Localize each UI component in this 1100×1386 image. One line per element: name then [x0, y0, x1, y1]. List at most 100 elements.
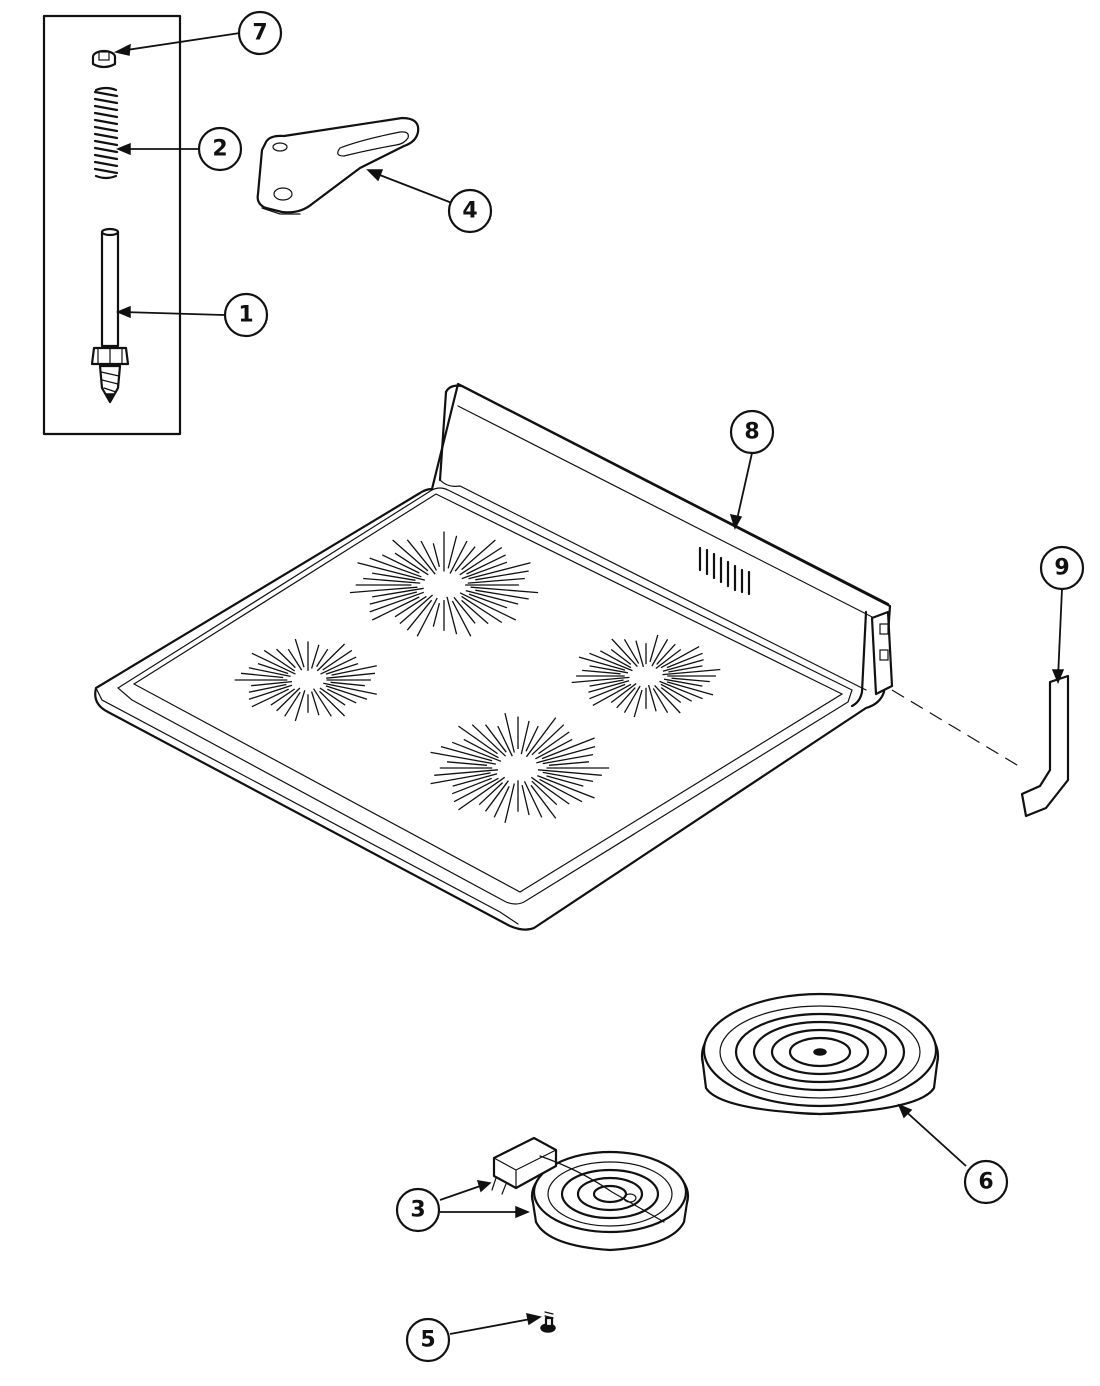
- burner-ray: [248, 684, 293, 700]
- burner-ray: [430, 751, 497, 765]
- burner-ray: [588, 680, 630, 693]
- burner-ray: [451, 777, 492, 795]
- callout-5[interactable]: 5: [405, 1317, 451, 1363]
- burner-ray: [434, 769, 499, 776]
- burner-ray: [484, 780, 509, 812]
- callout-1[interactable]: 1: [223, 292, 269, 338]
- burner-ray: [504, 783, 515, 824]
- burner-ray: [461, 595, 503, 624]
- burner-ray: [525, 725, 539, 752]
- burner-ray: [484, 724, 507, 753]
- burner-ray: [521, 785, 530, 816]
- bracket-icon: [256, 116, 420, 215]
- burner-ray: [406, 539, 436, 575]
- burner-ray: [470, 586, 539, 594]
- burner-ray: [523, 781, 543, 818]
- burner-ray: [313, 688, 332, 717]
- burner-ray: [363, 577, 421, 584]
- burner-ray: [330, 681, 365, 687]
- burner-ray: [440, 745, 493, 762]
- callout-label: 2: [212, 137, 227, 162]
- burner-ray: [416, 597, 438, 637]
- burner-ray: [538, 731, 570, 755]
- burner-ray: [251, 652, 296, 675]
- burner-ray: [284, 691, 301, 717]
- burner-ray: [446, 596, 458, 635]
- burner-ray: [571, 676, 630, 684]
- burner-ray: [310, 644, 320, 669]
- burner-ray: [248, 667, 291, 678]
- callout-2[interactable]: 2: [197, 126, 243, 172]
- burner-ray: [671, 677, 710, 683]
- burner-ray: [635, 640, 645, 668]
- callout-label: 8: [744, 420, 759, 445]
- burner-ray: [582, 669, 621, 675]
- screw-icon: [540, 1311, 556, 1333]
- burner-sunburst: [234, 638, 377, 722]
- burner-ray: [542, 753, 594, 765]
- burner-ray: [331, 665, 377, 676]
- burner-ray: [372, 572, 416, 581]
- burner-ray: [461, 539, 496, 571]
- burner-ray: [649, 634, 659, 663]
- burner-ray: [623, 638, 640, 664]
- burner-ray: [656, 643, 676, 665]
- callout-label: 7: [252, 21, 267, 46]
- burner-ray: [240, 672, 284, 679]
- burner-ray: [392, 539, 429, 572]
- burner-ray: [248, 683, 287, 693]
- burner-ray: [453, 777, 499, 803]
- burner-ray: [458, 725, 498, 755]
- burner-sunburst: [571, 634, 721, 718]
- burner-ray: [420, 540, 437, 571]
- callout-8[interactable]: 8: [729, 409, 775, 455]
- callout-label: 9: [1054, 556, 1069, 581]
- burner-ray: [478, 782, 504, 806]
- callout-9[interactable]: 9: [1039, 545, 1085, 591]
- burner-ray: [660, 646, 700, 669]
- burner-ray: [654, 684, 681, 714]
- callout-4[interactable]: 4: [447, 188, 493, 234]
- burner-ray: [394, 552, 429, 576]
- burner-ray: [647, 684, 657, 712]
- burner-ray: [536, 745, 596, 764]
- burner-ray: [432, 603, 441, 627]
- burner-ray: [320, 656, 357, 675]
- callout-7[interactable]: 7: [237, 10, 283, 56]
- burner-ray: [539, 778, 583, 803]
- burner-ray: [599, 650, 632, 669]
- burner-ray: [322, 649, 353, 671]
- burner-ray: [287, 648, 303, 671]
- burner-ray: [372, 587, 424, 598]
- burner-ray: [525, 717, 557, 758]
- burner-ray: [467, 577, 525, 584]
- burner-ray: [541, 737, 595, 760]
- callout-6[interactable]: 6: [963, 1159, 1009, 1205]
- burner-ray: [475, 589, 529, 600]
- burner-ray: [447, 535, 458, 569]
- burner-ray: [610, 648, 632, 665]
- burner-ray: [531, 724, 565, 756]
- burner-ray: [459, 592, 517, 621]
- callout-label: 4: [462, 199, 477, 224]
- burner-ray: [432, 543, 441, 567]
- burner-ray: [276, 648, 296, 669]
- leader-lines: [113, 32, 1065, 1335]
- burner-ray: [461, 561, 508, 580]
- burner-ray: [310, 691, 320, 716]
- burner-ray: [446, 761, 488, 766]
- burner-ray: [430, 772, 491, 785]
- burner-ray: [454, 546, 476, 572]
- burner-ray: [531, 780, 558, 806]
- callout-3[interactable]: 3: [395, 1187, 441, 1233]
- burner-ray: [589, 652, 633, 672]
- burner-ray: [530, 784, 557, 819]
- burner-ray: [475, 570, 529, 581]
- burner-ray: [349, 586, 418, 594]
- callout-label: 1: [238, 303, 253, 328]
- burner-ray: [451, 741, 502, 762]
- burner-ray: [452, 773, 498, 787]
- burner-ray: [497, 725, 513, 757]
